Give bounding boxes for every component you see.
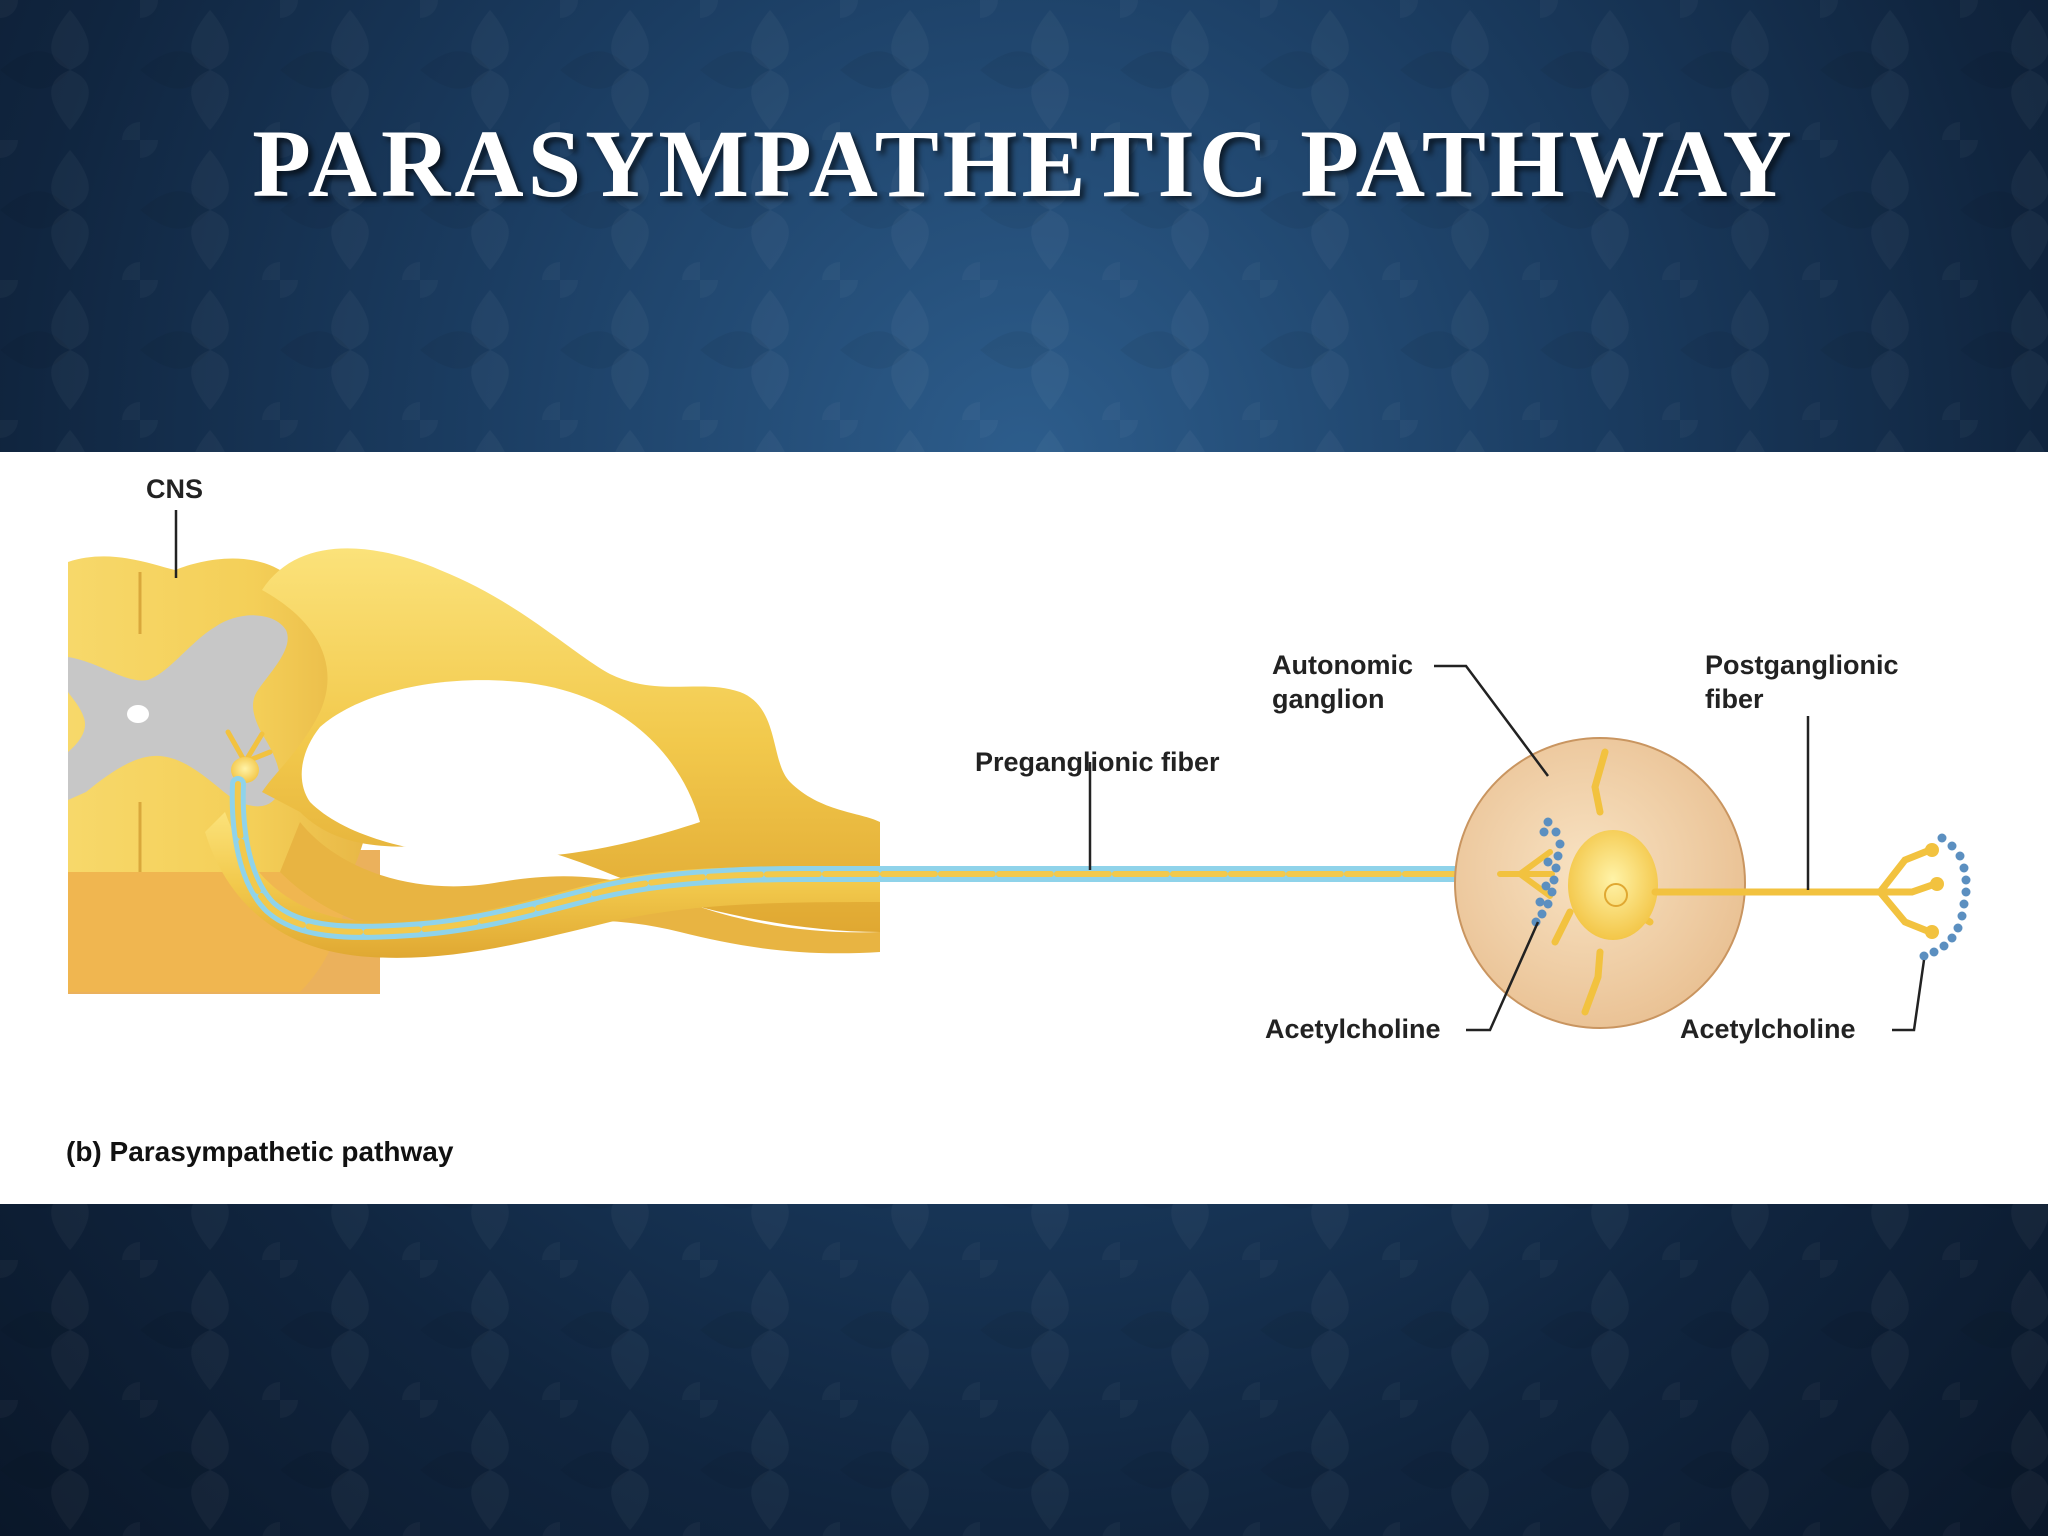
postganglionic-fiber-label-line1: Postganglionic [1705,650,1899,680]
acetylcholine-vesicles-ganglion [1531,817,1565,927]
preganglionic-fiber-label: Preganglionic fiber [975,747,1220,777]
gray-matter [68,615,288,807]
acetylcholine-target-label: Acetylcholine [1680,1014,1856,1044]
parasympathetic-diagram [68,510,1971,1032]
acetylcholine-ganglion-label: Acetylcholine [1265,1014,1441,1044]
cns-label: CNS [146,474,204,504]
diagram-panel: CNS Preganglionic fiber Autonomic gangli… [0,452,2048,1204]
postganglionic-terminal [1876,843,1944,939]
autonomic-ganglion [1454,737,1746,1029]
autonomic-ganglion-label-line2: ganglion [1272,684,1385,714]
postganglionic-fiber-label-line2: fiber [1705,684,1764,714]
autonomic-ganglion-label-line1: Autonomic [1272,650,1413,680]
acetylcholine-vesicles-target [1919,833,1971,961]
slide-title: PARASYMPATHETIC PATHWAY [252,110,1796,217]
figure-caption: (b) Parasympathetic pathway [66,1136,454,1167]
leader-lines [174,510,1926,1032]
central-canal [127,705,149,723]
